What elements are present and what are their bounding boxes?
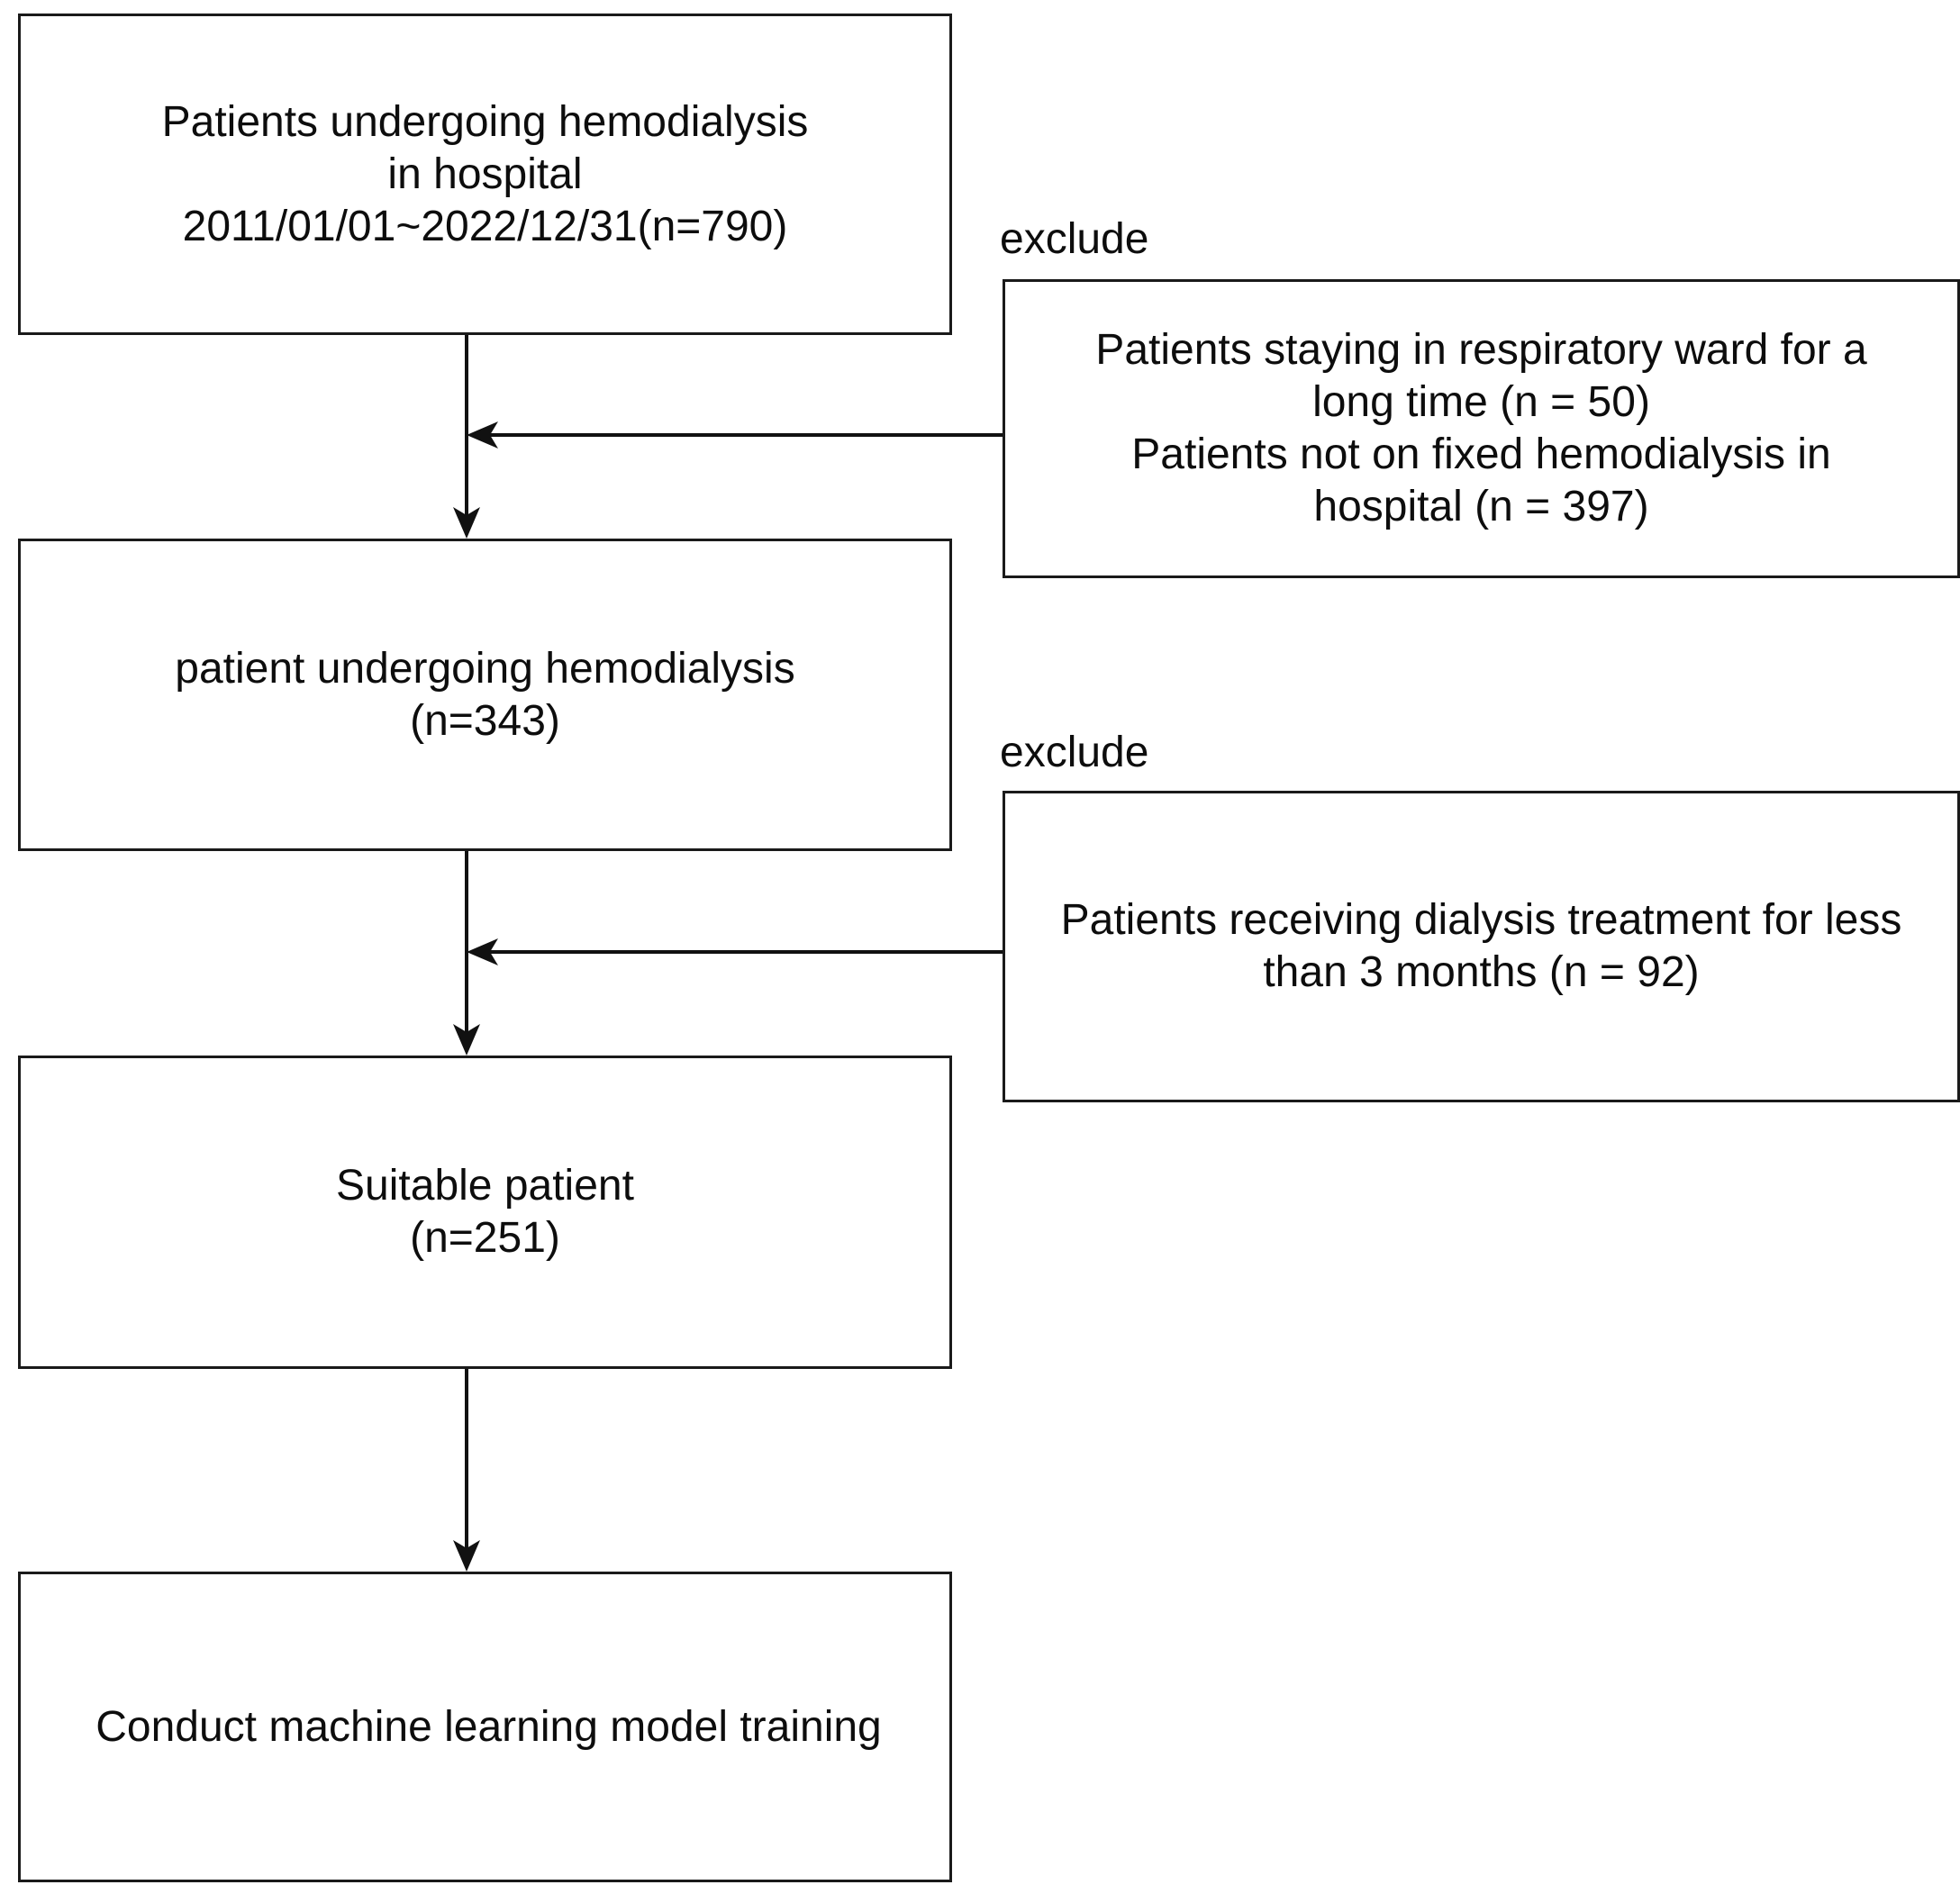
- node-suitable-patient-text: Suitable patient (n=251): [336, 1162, 634, 1262]
- node-exclusion-1-text: Patients staying in respiratory ward for…: [1095, 326, 1867, 530]
- exclude-label-2: exclude: [1000, 729, 1149, 776]
- arrow-source-to-cohort2: [453, 335, 480, 539]
- arrow-suitable-to-training: [453, 1369, 480, 1572]
- node-exclusion-2-text: Patients receiving dialysis treatment fo…: [1060, 896, 1902, 996]
- node-suitable-patient: Suitable patient (n=251): [18, 1056, 952, 1369]
- arrow-exclusion-1: [467, 421, 1003, 449]
- node-after-first-exclusion-text: patient undergoing hemodialysis (n=343): [175, 644, 795, 745]
- arrow-exclusion-2: [467, 938, 1003, 965]
- node-after-first-exclusion: patient undergoing hemodialysis (n=343): [18, 539, 952, 851]
- exclude-label-1: exclude: [1000, 215, 1149, 263]
- node-model-training: Conduct machine learning model training: [18, 1572, 952, 1882]
- node-exclusion-2: Patients receiving dialysis treatment fo…: [1003, 791, 1960, 1102]
- arrow-cohort2-to-suitable: [453, 851, 480, 1056]
- node-model-training-text: Conduct machine learning model training: [95, 1702, 882, 1751]
- node-exclusion-1: Patients staying in respiratory ward for…: [1003, 279, 1960, 578]
- node-source-cohort: Patients undergoing hemodialysis in hosp…: [18, 14, 952, 335]
- node-source-cohort-text: Patients undergoing hemodialysis in hosp…: [161, 97, 809, 250]
